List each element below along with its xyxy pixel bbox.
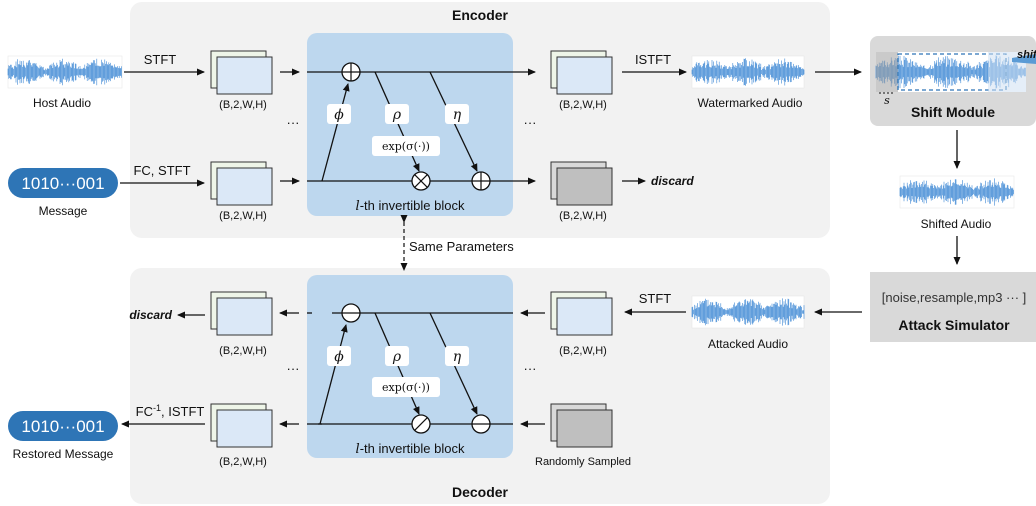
waveform-trace (691, 58, 805, 86)
istft-label: ISTFT (635, 52, 671, 67)
enc-rho: ρ (392, 107, 402, 123)
message-spectrogram-stack (210, 161, 273, 206)
enc-block-label: l-th invertible block (356, 198, 465, 214)
host-audio-label: Host Audio (33, 96, 91, 110)
dec-message-spectrogram-stack (210, 403, 273, 448)
enc-eta-box (445, 104, 469, 124)
fc-stft-label: FC, STFT (133, 163, 190, 178)
message-label: Message (39, 204, 88, 218)
attacked-audio-waveform (691, 295, 805, 329)
discard-spectrogram-stack (550, 161, 613, 206)
dec-subtract-top (341, 303, 361, 323)
enc-discard: discard (651, 174, 694, 188)
dec-block-label: l-th invertible block (356, 441, 465, 457)
dims-dec-top: (B,2,W,H) (219, 345, 267, 357)
ellipsis-dec-right: ··· (524, 361, 537, 376)
encoder-title: Encoder (452, 7, 509, 23)
ellipsis-enc-left: ··· (287, 115, 300, 130)
dec-subtract-bottom (471, 414, 491, 434)
dec-phi-branch (319, 324, 348, 425)
dec-eta: η (453, 349, 462, 365)
dec-divide (411, 414, 431, 434)
enc-phi: ϕ (334, 107, 344, 123)
watermarked-audio-label: Watermarked Audio (698, 96, 803, 110)
shift-module-title: Shift Module (911, 104, 995, 120)
dims-discard: (B,2,W,H) (559, 210, 607, 222)
waveform-trace (691, 298, 805, 326)
dec-stft-label: STFT (639, 291, 672, 306)
encoder-invertible-block (307, 33, 513, 216)
same-parameters-label: Same Parameters (409, 239, 514, 254)
host-spectrogram-stack (210, 50, 273, 95)
enc-exp: exp(σ(·)) (382, 140, 430, 153)
decoder-invertible-block (307, 275, 513, 458)
dec-phi: ϕ (334, 349, 344, 365)
enc-phi-box (327, 104, 351, 124)
attack-simulator-title: Attack Simulator (898, 317, 1010, 333)
dec-rho-box (385, 346, 409, 366)
dec-eta-box (445, 346, 469, 366)
dec-rho: ρ (392, 349, 402, 365)
attacked-audio-label: Attacked Audio (708, 337, 788, 351)
s-label: s (884, 94, 890, 107)
dims-dec-bottom: (B,2,W,H) (219, 456, 267, 468)
watermarked-audio-waveform (691, 55, 805, 89)
enc-add-bottom (471, 171, 491, 191)
shift-waveform (875, 52, 1026, 92)
dec-exp: exp(σ(·)) (382, 381, 430, 394)
dec-phi-box (327, 346, 351, 366)
ellipsis-enc-right: ··· (524, 115, 537, 130)
dec-discard-spectrogram-stack (210, 291, 273, 336)
ellipsis-dec-left: ··· (287, 361, 300, 376)
restored-bits: 1010···001 (21, 417, 104, 436)
host-audio-waveform (7, 55, 123, 89)
waveform-trace (899, 178, 1014, 206)
enc-multiply (411, 171, 431, 191)
restored-message-pill (8, 411, 118, 441)
message-pill (8, 168, 118, 198)
enc-phi-branch (321, 83, 350, 182)
attack-list: [noise,resample,mp3 ··· ] (882, 290, 1027, 305)
dims-attacked: (B,2,W,H) (559, 345, 607, 357)
dec-discard: discard (129, 308, 172, 322)
enc-add-top (341, 62, 361, 82)
shift-label: shift (1017, 49, 1036, 61)
random-spectrogram-stack (550, 403, 613, 448)
stft-label: STFT (144, 52, 177, 67)
restored-message-label: Restored Message (13, 447, 114, 461)
shifted-audio-waveform (899, 175, 1015, 209)
dims-message: (B,2,W,H) (219, 210, 267, 222)
enc-eta: η (453, 107, 462, 123)
dims-watermarked: (B,2,W,H) (559, 99, 607, 111)
enc-rho-box (385, 104, 409, 124)
enc-exp-box (372, 136, 440, 156)
dec-exp-box (372, 377, 440, 397)
watermarked-spectrogram-stack (550, 50, 613, 95)
attacked-spectrogram-stack (550, 291, 613, 336)
waveform-trace (7, 58, 122, 86)
dims-host: (B,2,W,H) (219, 99, 267, 111)
randomly-sampled-label: Randomly Sampled (535, 456, 631, 468)
shift-arrow (1012, 54, 1036, 64)
decoder-title: Decoder (452, 484, 509, 500)
shifted-audio-label: Shifted Audio (921, 217, 992, 231)
message-bits: 1010···001 (21, 174, 104, 193)
fc-inv-istft-label: FC-1, ISTFT (136, 403, 205, 419)
attack-simulator-panel (870, 272, 1036, 342)
